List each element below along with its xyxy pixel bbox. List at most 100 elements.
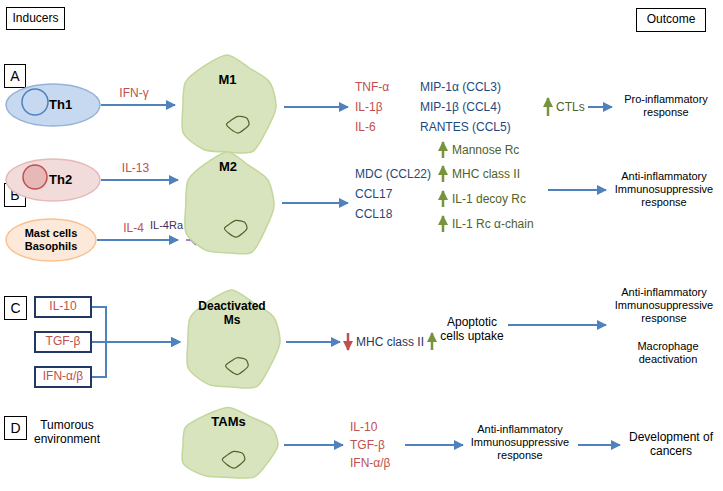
node-label: TAMs [211, 415, 245, 430]
annotation-text: MDC (CCL22) [355, 167, 431, 181]
node-label: IFN-α/β [43, 370, 84, 384]
flow-arrow [284, 444, 343, 446]
annotation-text: TGF-β [350, 438, 385, 452]
macrophage-nucleus [222, 451, 245, 468]
increase-arrow [442, 191, 445, 207]
annotation-text: TNF-α [355, 80, 389, 94]
flow-arrow [578, 444, 620, 446]
annotation-text: Macrophage deactivation [622, 340, 714, 366]
node-label: C [10, 300, 20, 316]
node-label: Mast cells Basophils [19, 227, 83, 252]
th2-cell: Th2 [5, 158, 101, 202]
m1-macrophage: M1 [175, 53, 280, 161]
panel-letter: C [4, 296, 27, 320]
macrophage-outline [175, 53, 280, 161]
macrophage-nucleus [226, 116, 249, 133]
header-box: Outcome [636, 8, 706, 32]
macrophage-nucleus [224, 220, 247, 237]
annotation-text: Development of cancers [626, 430, 716, 459]
cytokine-box: TGF-β [34, 331, 92, 353]
node-text: Deactivated Ms [192, 288, 272, 328]
annotation-text: MIP-1α (CCL3) [420, 80, 501, 94]
macrophage-body [185, 152, 274, 254]
node-text: Inducers [12, 12, 58, 26]
node-label: Deactivated Ms [192, 300, 272, 328]
annotation-text: Anti-inflammatory Immunosuppressive resp… [467, 423, 573, 463]
cytokine-box: IL-10 [34, 296, 92, 318]
increase-arrow [431, 333, 434, 350]
connector-arrow [92, 342, 180, 377]
node-text: TGF-β [46, 335, 81, 349]
header-box: Inducers [6, 7, 65, 30]
annotation-text: MHC class II [452, 167, 520, 181]
node-label: M1 [218, 73, 236, 88]
node-text: Th1 [5, 98, 72, 113]
increase-arrow [442, 216, 445, 232]
node-label: Inducers [12, 12, 58, 26]
annotation-text: IL-1 decoy Rc [452, 192, 526, 206]
annotation-text: IL-1β [355, 100, 383, 114]
deactivated-macrophage: Deactivated Ms [180, 288, 284, 396]
node-label: IL-10 [49, 300, 76, 314]
flow-arrow [508, 324, 606, 326]
flow-arrow [284, 106, 348, 108]
macrophage-body [182, 408, 278, 479]
annotation-text: RANTES (CCL5) [420, 120, 511, 134]
annotation-text: IL-1 Rc α-chain [452, 217, 534, 231]
mast-basophil-cell: Mast cells Basophils [5, 218, 97, 262]
annotation-text: Anti-inflammatory Immunosuppressive resp… [612, 286, 716, 326]
increase-arrow [442, 142, 445, 158]
annotation-text: CCL18 [355, 207, 392, 221]
flow-arrow [588, 106, 612, 108]
flow-arrow [548, 189, 606, 191]
node-text: Outcome [647, 13, 696, 27]
node-text: D [10, 420, 20, 436]
connector-arrow [97, 239, 178, 241]
node-text: C [10, 300, 20, 316]
annotation-text: IFN-α/β [350, 456, 391, 470]
annotation-text: MIP-1β (CCL4) [420, 100, 501, 114]
increase-arrow [547, 98, 550, 116]
flow-arrow [405, 444, 463, 446]
macrophage-body [182, 55, 276, 153]
node-text: Th2 [5, 173, 72, 188]
annotation-text: Tumorous environment [30, 418, 104, 447]
annotation-text: Apoptotic cells uptake [440, 315, 504, 344]
annotation-text: Mannose Rc [452, 143, 519, 157]
annotation-text: IL-10 [350, 420, 377, 434]
panel-letter: A [4, 64, 26, 88]
node-label: A [10, 68, 19, 84]
node-text: M1 [218, 53, 236, 88]
node-text: IFN-α/β [43, 370, 84, 384]
node-text: IL-10 [49, 300, 76, 314]
annotation-text: CTLs [556, 100, 585, 114]
cell-nucleus [22, 89, 48, 115]
m2-macrophage: M2 [178, 150, 278, 262]
annotation-text: IL-6 [355, 120, 376, 134]
node-label: Th2 [49, 173, 72, 188]
th1-cell: Th1 [5, 83, 101, 127]
node-text: Mast cells Basophils [19, 227, 83, 252]
panel-letter: D [4, 416, 27, 440]
macrophage-nucleus [226, 358, 249, 375]
decrease-arrow [347, 333, 350, 350]
cell-body [6, 219, 96, 261]
annotation-text: IL-4Ra [150, 219, 183, 232]
increase-arrow [442, 166, 445, 182]
node-label: Th1 [49, 98, 72, 113]
annotation-text: Pro-inflammatory response [616, 93, 716, 119]
flow-arrow [286, 341, 340, 343]
connector-arrow [101, 104, 175, 106]
connector-arrow [92, 307, 180, 342]
node-text: TAMs [211, 405, 245, 430]
edge-label: IL-13 [122, 161, 149, 175]
annotation-text: Anti-inflammatory Immunosuppressive resp… [612, 170, 716, 210]
node-text: M2 [219, 150, 237, 175]
node-text: A [10, 68, 19, 84]
node-label: D [10, 420, 20, 436]
edge-label: IL-4 [123, 221, 144, 235]
connector-arrow [101, 179, 178, 181]
cytokine-box: IFN-α/β [34, 366, 92, 388]
